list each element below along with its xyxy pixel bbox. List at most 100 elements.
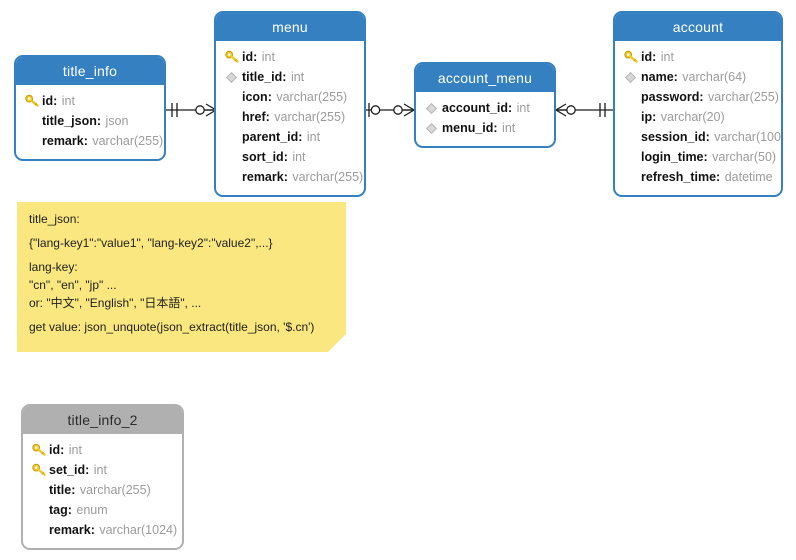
diamond-icon (425, 100, 442, 116)
field-type: varchar(100) (714, 130, 783, 144)
field-separator: : (699, 90, 707, 104)
field-name: parent_id (242, 130, 299, 144)
field-type: int (290, 70, 305, 84)
field-separator: : (60, 443, 68, 457)
field-separator: : (703, 150, 712, 164)
note-line: title_json: (29, 212, 80, 226)
relationship-menu-account_menu[interactable] (365, 100, 414, 120)
field-separator: : (283, 170, 292, 184)
entity-table-account_menu[interactable]: account_menu account_id: int menu_id: in… (414, 62, 556, 148)
field-name: remark (42, 134, 84, 148)
note-line: lang-key: (29, 260, 78, 274)
key-icon (624, 49, 641, 65)
field-name: id (42, 94, 54, 108)
field-separator: : (673, 70, 682, 84)
field-row[interactable]: id: int (23, 440, 182, 460)
field-row[interactable]: id: int (16, 91, 164, 111)
field-type: int (660, 50, 674, 64)
key-icon (32, 462, 49, 478)
no-icon (25, 133, 42, 149)
field-type: varchar(1024) (99, 523, 178, 537)
field-type: int (516, 101, 530, 115)
field-type: varchar(255) (292, 170, 364, 184)
field-name: set_id (49, 463, 86, 477)
field-row[interactable]: icon: varchar(255) (216, 87, 364, 107)
field-row[interactable]: ip: varchar(20) (615, 107, 781, 127)
field-type: varchar(255) (276, 90, 348, 104)
field-row[interactable]: menu_id: int (416, 118, 554, 138)
field-separator: : (67, 503, 76, 517)
field-name: id (242, 50, 254, 64)
field-row[interactable]: parent_id: int (216, 127, 364, 147)
field-row[interactable]: sort_id: int (216, 147, 364, 167)
key-icon (32, 442, 49, 458)
field-row[interactable]: id: int (216, 47, 364, 67)
field-separator: : (283, 150, 292, 164)
note-line: {"lang-key1":"value1", "lang-key2":"valu… (29, 236, 273, 250)
field-name: menu_id (442, 121, 494, 135)
field-type: int (502, 121, 516, 135)
field-row[interactable]: remark: varchar(255) (216, 167, 364, 187)
field-type: varchar(255) (92, 134, 164, 148)
relationship-account_menu-account[interactable] (556, 100, 614, 120)
diamond-icon (225, 69, 242, 85)
field-row[interactable]: title_json: json (16, 111, 164, 131)
field-separator: : (96, 114, 105, 128)
field-type: int (306, 130, 321, 144)
field-type: varchar(20) (660, 110, 725, 124)
entity-fields-title_info_2: id: int set_id: int title: varchar(255) (23, 434, 182, 548)
field-separator: : (652, 50, 660, 64)
field-name: title (49, 483, 72, 497)
field-row[interactable]: refresh_time: datetime (615, 167, 781, 187)
field-row[interactable]: account_id: int (416, 98, 554, 118)
entity-fields-menu: id: int title_id: int icon: varchar(255)… (216, 41, 364, 195)
entity-fields-account_menu: account_id: int menu_id: int (416, 92, 554, 146)
entity-table-menu[interactable]: menu id: int (214, 11, 366, 197)
field-separator: : (282, 70, 290, 84)
entity-table-title_info_2[interactable]: title_info_2 id: int (21, 404, 184, 550)
field-name: href (242, 110, 266, 124)
field-row[interactable]: tag: enum (23, 500, 182, 520)
no-icon (624, 109, 641, 125)
field-name: title_json (42, 114, 97, 128)
no-icon (225, 129, 242, 145)
field-row[interactable]: set_id: int (23, 460, 182, 480)
no-icon (25, 113, 42, 129)
field-row[interactable]: title: varchar(255) (23, 480, 182, 500)
field-separator: : (508, 101, 516, 115)
field-type: json (105, 114, 129, 128)
relationship-title_info-menu[interactable] (164, 100, 216, 120)
field-type: int (93, 463, 107, 477)
field-row[interactable]: login_time: varchar(50) (615, 147, 781, 167)
entity-table-title_info[interactable]: title_info id: int title_json: json (14, 55, 166, 161)
field-row[interactable]: remark: varchar(255) (16, 131, 164, 151)
field-name: refresh_time (641, 170, 717, 184)
field-name: id (641, 50, 653, 64)
field-separator: : (83, 134, 92, 148)
field-type: varchar(255) (79, 483, 151, 497)
field-row[interactable]: href: varchar(255) (216, 107, 364, 127)
field-name: sort_id (242, 150, 284, 164)
field-name: password (641, 90, 700, 104)
field-type: int (261, 50, 275, 64)
field-type: varchar(255) (708, 90, 779, 104)
field-separator: : (298, 130, 306, 144)
field-name: id (49, 443, 61, 457)
field-row[interactable]: id: int (615, 47, 781, 67)
field-separator: : (652, 110, 660, 124)
note-title-json[interactable]: title_json: {"lang-key1":"value1", "lang… (17, 202, 346, 352)
field-row[interactable]: title_id: int (216, 67, 364, 87)
field-separator: : (53, 94, 61, 108)
field-row[interactable]: name: varchar(64) (615, 67, 781, 87)
entity-table-account[interactable]: account id: int (613, 11, 783, 197)
no-icon (225, 89, 242, 105)
diamond-icon (624, 69, 641, 85)
note-line: get value: json_unquote(json_extract(tit… (29, 320, 315, 334)
field-row[interactable]: password: varchar(255) (615, 87, 781, 107)
field-separator: : (705, 130, 714, 144)
field-row[interactable]: remark: varchar(1024) (23, 520, 182, 540)
no-icon (624, 129, 641, 145)
field-row[interactable]: session_id: varchar(100) (615, 127, 781, 147)
field-type: datetime (724, 170, 773, 184)
field-separator: : (493, 121, 502, 135)
